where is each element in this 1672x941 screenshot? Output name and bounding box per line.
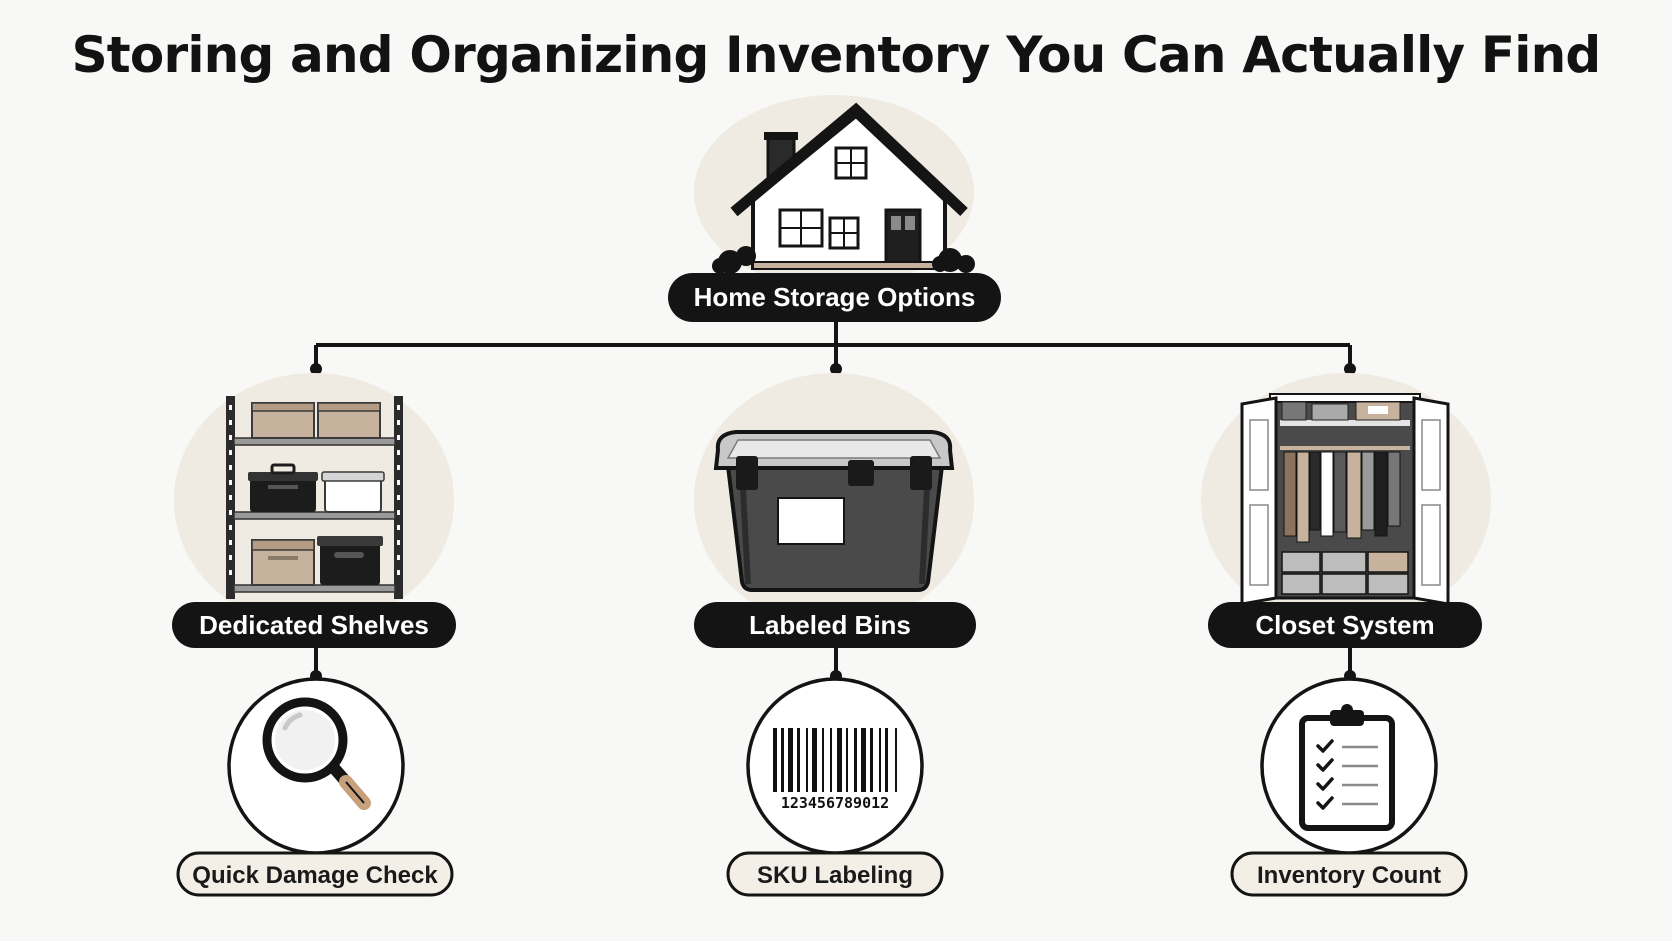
root-pill [668,273,1001,322]
barcode-bar [822,728,824,792]
root-label: Home Storage Options [694,282,976,312]
barcode-bar [837,728,842,792]
inventory-count-tag [1230,851,1468,897]
barcode-bar [812,728,817,792]
sku-labeling-tag [726,851,944,897]
damage-check-tag [176,851,454,897]
inventory-count-label: Inventory Count [1257,862,1441,889]
barcode-number: 123456789012 [781,794,889,812]
house-icon [712,102,975,274]
closet-pill [1208,602,1482,648]
branch-labeled-bins: Labeled Bins 123456789012 SKU Labeling [694,373,976,897]
connector-lines [314,320,1352,678]
storage-bin-icon [713,430,955,592]
bins-label: Labeled Bins [749,610,911,640]
barcode-bar [773,728,777,792]
shelving-unit-icon [226,396,403,599]
damage-check-label: Quick Damage Check [192,862,438,889]
barcode-bar [797,728,800,792]
barcode-bar [788,728,793,792]
root-node: Home Storage Options [668,95,1001,322]
barcode-bar [870,728,873,792]
barcode-bar [879,728,881,792]
page-title: Storing and Organizing Inventory You Can… [72,26,1601,84]
closet-label: Closet System [1255,610,1434,640]
barcode-bar [781,728,784,792]
shelves-pill [172,602,456,648]
branch-closet-system: Closet System Inventory Count [1201,373,1491,897]
magnifying-glass-icon [262,697,371,810]
bins-pill [694,602,976,648]
barcode-bar [861,728,866,792]
barcode-bar [830,728,832,792]
branch-dedicated-shelves: Dedicated Shelves Quick Damage Check [172,373,456,897]
barcode-bar [806,728,808,792]
shelves-label: Dedicated Shelves [199,610,429,640]
barcode-bar [854,728,857,792]
barcode-icon [773,728,897,792]
clipboard-checklist-icon [1299,704,1395,831]
closet-icon [1240,393,1450,606]
barcode-bar [895,728,897,792]
sku-labeling-label: SKU Labeling [757,862,913,889]
barcode-bar [846,728,848,792]
barcode-bar [885,728,888,792]
